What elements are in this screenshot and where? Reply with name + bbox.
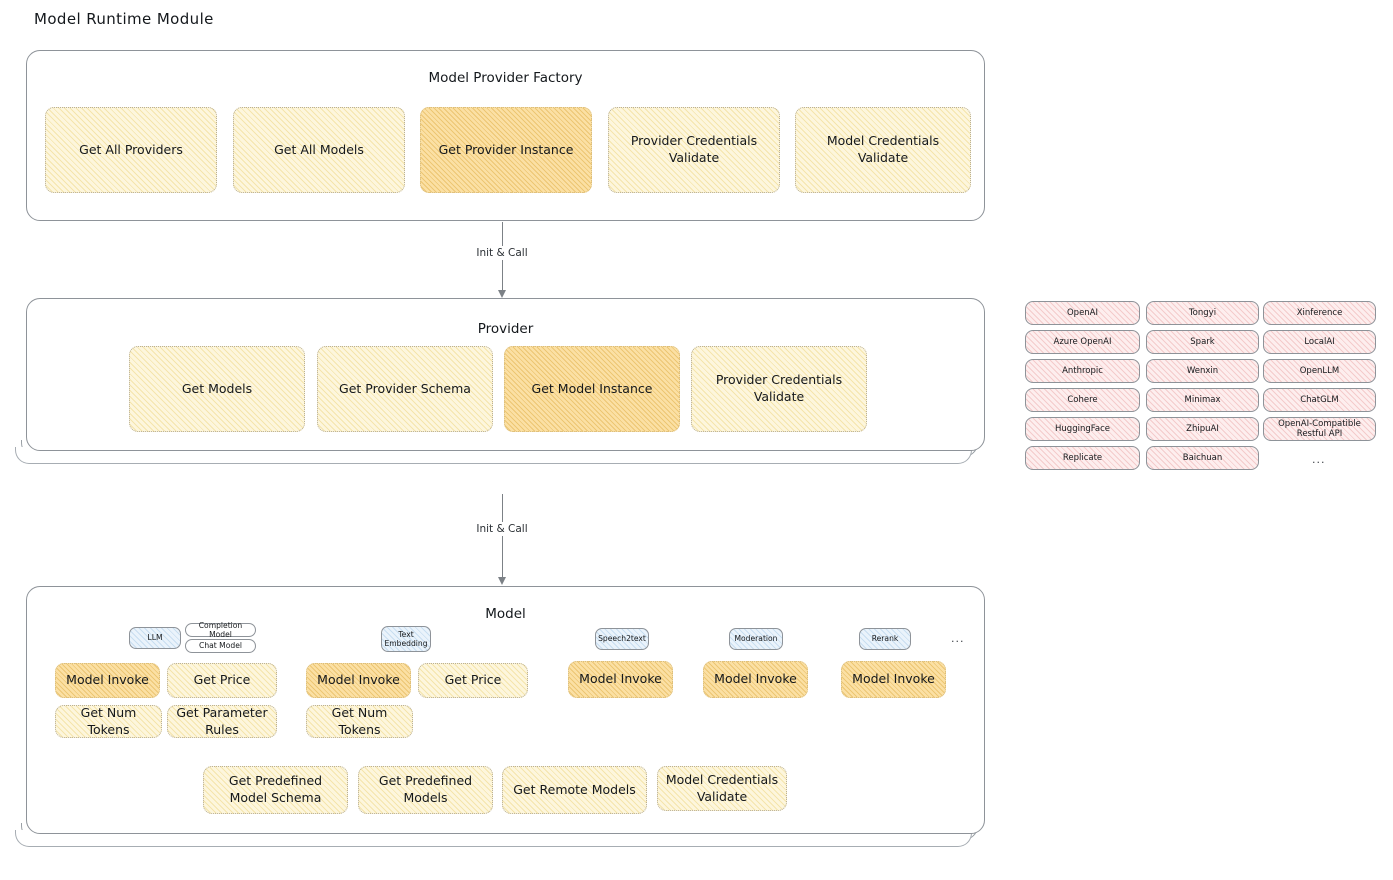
- provider-list-more-ellipsis: ...: [1312, 453, 1326, 466]
- provider-chip-xinference[interactable]: Xinference: [1263, 301, 1376, 325]
- card-speech2text-model-invoke[interactable]: Model Invoke: [568, 661, 673, 698]
- card-text-embedding-get-price[interactable]: Get Price: [418, 663, 528, 698]
- card-llm-get-parameter-rules[interactable]: Get Parameter Rules: [167, 705, 277, 738]
- card-moderation-model-invoke[interactable]: Model Invoke: [703, 661, 808, 698]
- model-type-badge-rerank[interactable]: Rerank: [859, 628, 911, 650]
- provider-chip-openai[interactable]: OpenAI: [1025, 301, 1140, 325]
- card-text-embedding-get-num-tokens[interactable]: Get Num Tokens: [306, 705, 413, 738]
- provider-chip-localai[interactable]: LocalAI: [1263, 330, 1376, 354]
- card-model-credentials-validate[interactable]: Model Credentials Validate: [795, 107, 971, 193]
- model-type-badge-llm[interactable]: LLM: [129, 627, 181, 649]
- card-rerank-model-invoke[interactable]: Model Invoke: [841, 661, 946, 698]
- provider-chip-wenxin[interactable]: Wenxin: [1146, 359, 1259, 383]
- provider-chip-azure-openai[interactable]: Azure OpenAI: [1025, 330, 1140, 354]
- model-subbadge-completion-model[interactable]: Completion Model: [185, 621, 256, 639]
- model-type-badge-speech2text[interactable]: Speech2text: [595, 628, 649, 650]
- provider-chip-openllm[interactable]: OpenLLM: [1263, 359, 1376, 383]
- card-get-all-providers[interactable]: Get All Providers: [45, 107, 217, 193]
- arrow-head: [497, 290, 506, 298]
- model-subbadge-chat-model[interactable]: Chat Model: [185, 639, 256, 653]
- model-title: Model: [485, 606, 526, 622]
- provider-chip-baichuan[interactable]: Baichuan: [1146, 446, 1259, 470]
- card-get-provider-instance[interactable]: Get Provider Instance: [420, 107, 592, 193]
- card-llm-get-price[interactable]: Get Price: [167, 663, 277, 698]
- model-type-badge-text-embedding[interactable]: Text Embedding: [381, 626, 431, 652]
- card-get-all-models[interactable]: Get All Models: [233, 107, 405, 193]
- arrow-label-init-call-1: Init & Call: [472, 246, 532, 260]
- provider-chip-spark[interactable]: Spark: [1146, 330, 1259, 354]
- card-get-models[interactable]: Get Models: [129, 346, 305, 432]
- card-provider-credentials-validate-2[interactable]: Provider Credentials Validate: [691, 346, 867, 432]
- provider-chip-minimax[interactable]: Minimax: [1146, 388, 1259, 412]
- card-get-model-instance[interactable]: Get Model Instance: [504, 346, 680, 432]
- model-types-more-ellipsis: ...: [951, 632, 965, 645]
- provider-chip-cohere[interactable]: Cohere: [1025, 388, 1140, 412]
- card-provider-credentials-validate[interactable]: Provider Credentials Validate: [608, 107, 780, 193]
- card-get-remote-models[interactable]: Get Remote Models: [502, 766, 647, 814]
- provider-title: Provider: [477, 321, 534, 337]
- model-type-badge-moderation[interactable]: Moderation: [729, 628, 783, 650]
- card-text-embedding-model-invoke[interactable]: Model Invoke: [306, 663, 411, 698]
- card-llm-model-invoke[interactable]: Model Invoke: [55, 663, 160, 698]
- card-model-credentials-validate-2[interactable]: Model Credentials Validate: [657, 766, 787, 811]
- provider-chip-tongyi[interactable]: Tongyi: [1146, 301, 1259, 325]
- card-get-predefined-models[interactable]: Get Predefined Models: [358, 766, 493, 814]
- arrow-head: [497, 577, 506, 585]
- card-llm-get-num-tokens[interactable]: Get Num Tokens: [55, 705, 162, 738]
- provider-chip-anthropic[interactable]: Anthropic: [1025, 359, 1140, 383]
- arrow-label-init-call-2: Init & Call: [472, 522, 532, 536]
- provider-chip-replicate[interactable]: Replicate: [1025, 446, 1140, 470]
- provider-chip-zhipuai[interactable]: ZhipuAI: [1146, 417, 1259, 441]
- provider-chip-openai-compatible-restful-api[interactable]: OpenAI-Compatible Restful API: [1263, 417, 1376, 441]
- model-provider-factory-title: Model Provider Factory: [428, 70, 583, 86]
- card-get-provider-schema[interactable]: Get Provider Schema: [317, 346, 493, 432]
- provider-chip-huggingface[interactable]: HuggingFace: [1025, 417, 1140, 441]
- page-title: Model Runtime Module: [34, 10, 214, 28]
- card-get-predefined-model-schema[interactable]: Get Predefined Model Schema: [203, 766, 348, 814]
- provider-chip-chatglm[interactable]: ChatGLM: [1263, 388, 1376, 412]
